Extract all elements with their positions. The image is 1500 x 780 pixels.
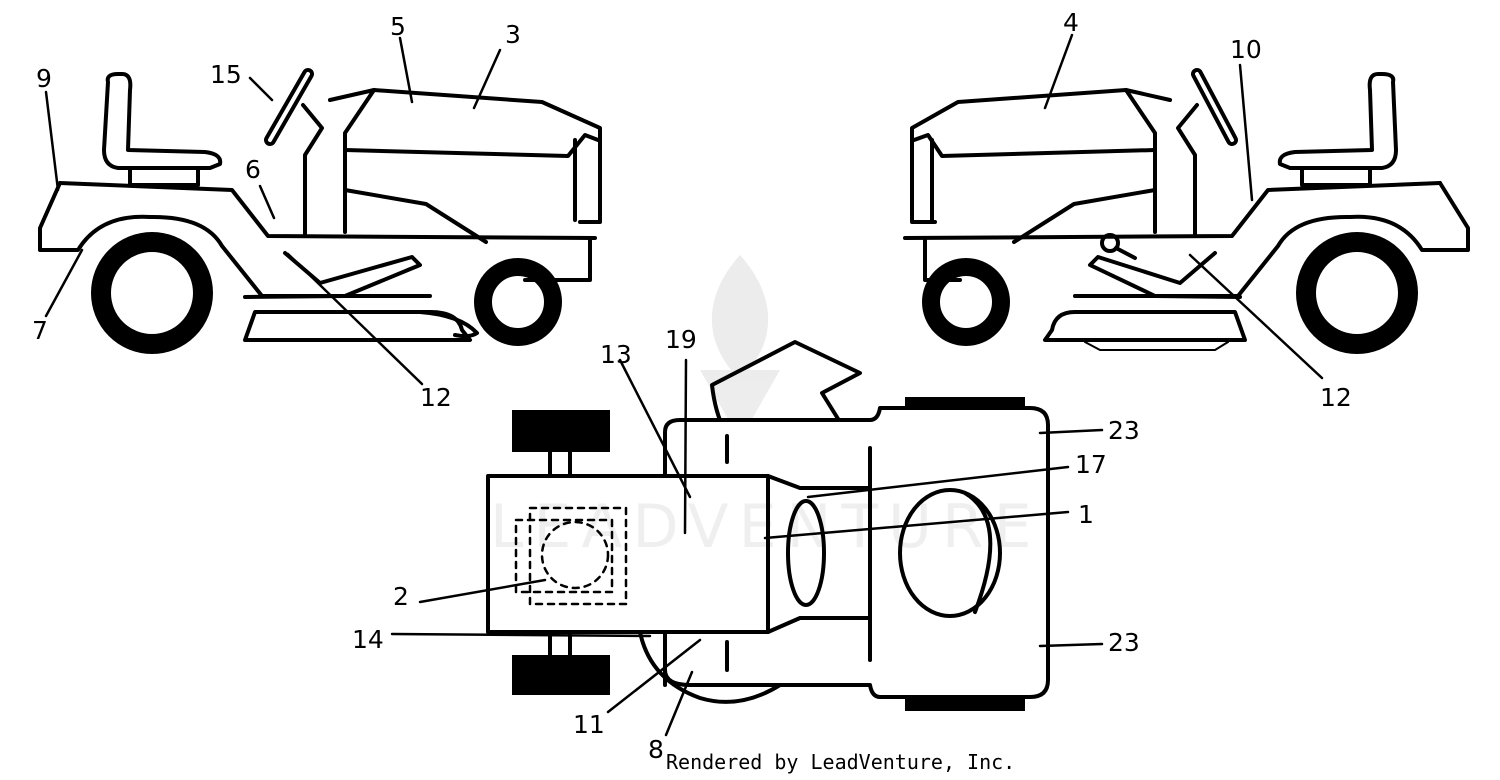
render-credit: Rendered by LeadVenture, Inc. [666, 750, 1016, 774]
callout-10: 10 [1230, 35, 1262, 64]
callout-17: 17 [1075, 450, 1107, 479]
callout-5: 5 [390, 12, 406, 41]
callout-4: 4 [1063, 8, 1079, 37]
callout-12-left: 12 [420, 383, 452, 412]
front-wheel [474, 258, 562, 346]
callout-13: 13 [600, 340, 632, 369]
footrest [1088, 251, 1242, 299]
seat-outline [528, 506, 628, 606]
callout-9: 9 [36, 64, 52, 93]
engine-oval [898, 488, 1002, 618]
callout-14: 14 [352, 625, 384, 654]
rear-section [486, 474, 770, 634]
callout-19: 19 [665, 325, 697, 354]
front-wheel [922, 258, 1010, 346]
seat [102, 72, 223, 170]
callout-6: 6 [245, 155, 261, 184]
seat-post [1300, 166, 1372, 187]
callout-23-top: 23 [1108, 416, 1140, 445]
watermark-logo [700, 255, 780, 440]
mower-deck [1043, 310, 1247, 342]
steering-oval [786, 499, 826, 607]
rear-tire-top [512, 410, 610, 452]
callout-3: 3 [505, 20, 521, 49]
leader-lines [44, 33, 1324, 737]
callout-1: 1 [1078, 500, 1094, 529]
tractor-left-view [38, 68, 602, 354]
rear-tire-bottom [512, 655, 610, 695]
steering-column [1176, 103, 1199, 237]
seat [1277, 72, 1398, 170]
callout-12-right: 12 [1320, 383, 1352, 412]
callout-7: 7 [32, 316, 48, 345]
tractor-right-view [903, 68, 1470, 354]
seat-post [128, 166, 200, 187]
callout-2: 2 [393, 582, 409, 611]
rear-fender [38, 181, 432, 298]
watermark-text: LEADVENTURE [490, 492, 1042, 562]
rear-wheel [91, 232, 213, 354]
front-tire-bottom [905, 697, 1025, 711]
callout-23-bottom: 23 [1108, 628, 1140, 657]
rear-fender [1073, 181, 1470, 298]
rear-wheel [1296, 232, 1418, 354]
hood [910, 88, 1172, 224]
lever-knob [1100, 233, 1120, 253]
footrest [243, 251, 422, 299]
mower-deck [243, 310, 472, 342]
hood [328, 88, 602, 224]
steering-column [301, 103, 324, 237]
callout-8: 8 [648, 735, 664, 764]
callout-15: 15 [210, 60, 242, 89]
callout-11: 11 [573, 710, 605, 739]
